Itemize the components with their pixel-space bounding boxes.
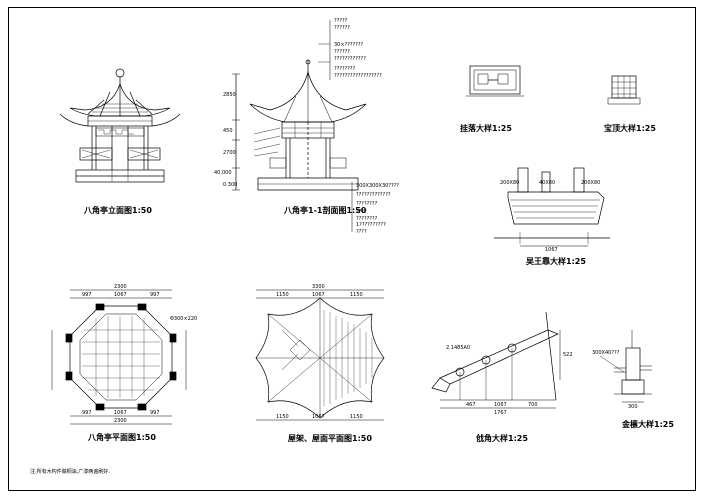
plan-label: Φ300×220 <box>170 316 198 322</box>
section-dim-1: 2850 <box>223 92 236 98</box>
plan-title: 八角亭平面图1:50 <box>88 433 156 442</box>
section-callout-bottom-3: ???????? <box>356 201 378 207</box>
railing-detail-drawing <box>494 167 610 247</box>
section-callout-bottom-2: ????????????? <box>356 192 391 198</box>
eave-dim-total: 1767 <box>494 410 507 416</box>
finial-detail-title: 宝顶大样1:25 <box>604 124 656 133</box>
roof-dim-top-2: 1067 <box>312 292 325 298</box>
section-title: 八角亭1-1剖面图1:50 <box>284 206 367 215</box>
eave-detail-title: 戗角大样1:25 <box>476 434 528 443</box>
column-dim: 300 <box>628 404 638 410</box>
railing-dim-bottom: 1067 <box>545 247 558 253</box>
eave-detail-drawing <box>431 311 561 409</box>
section-callout-bottom-1: 300X300X30???? <box>356 183 399 189</box>
plan-dim-top-3: 997 <box>150 292 160 298</box>
roof-dim-top-1: 1150 <box>276 292 289 298</box>
lattice-detail-drawing <box>466 65 524 97</box>
plan-dim-top-2: 1067 <box>114 292 127 298</box>
plan-dim-bottom-total: 2300 <box>114 418 127 424</box>
section-dim-3: 2700 <box>223 150 236 156</box>
roof-plan-drawing <box>255 289 385 421</box>
roof-dim-bottom-2: 1067 <box>312 414 325 420</box>
roof-dim-top-3: 1150 <box>350 292 363 298</box>
railing-dim-top-2: 40X80 <box>539 180 556 186</box>
section-dim-5: 0.300 <box>223 182 238 188</box>
plan-dim-bottom-3: 997 <box>150 410 160 416</box>
railing-dim-top-1: 200X80 <box>500 180 520 186</box>
section-callout-bottom-5: ???????? <box>356 216 378 222</box>
sheet-border <box>8 7 696 491</box>
section-callout-bottom-7: ???? <box>356 229 367 235</box>
finial-detail-drawing <box>607 75 641 105</box>
eave-height: 522 <box>563 352 573 358</box>
column-label: 300X40??? <box>592 350 620 356</box>
roof-dim-bottom-1: 1150 <box>276 414 289 420</box>
section-callout-top-7: ?????????????????? <box>334 73 382 79</box>
eave-label: 2.1485A0 <box>446 345 471 351</box>
sheet-note: 注:所有木构件做桐油,广漆两遍刷好. <box>30 469 110 475</box>
plan-dim-bottom-2: 1067 <box>114 410 127 416</box>
section-callout-top-1: ????? <box>334 18 348 24</box>
plan-dim-top-total: 2300 <box>114 284 127 290</box>
section-callout-bottom-4: ???? <box>356 209 367 215</box>
eave-dim-2: 1067 <box>494 402 507 408</box>
section-callout-top-3: 30×??????? <box>334 42 364 48</box>
roof-plan-title: 屋架、屋面平面图1:50 <box>288 434 372 443</box>
column-detail-drawing <box>599 330 652 403</box>
section-dim-4: 40,000 <box>214 170 232 176</box>
lattice-detail-title: 挂落大样1:25 <box>460 124 512 133</box>
plan-dim-top-1: 997 <box>82 292 92 298</box>
elevation-title: 八角亭立面图1:50 <box>84 206 152 215</box>
section-dim-2: 450 <box>223 128 233 134</box>
section-callout-top-6: ???????? <box>334 66 356 72</box>
elevation-drawing <box>59 68 181 183</box>
plan-dim-bottom-1: 997 <box>82 410 92 416</box>
railing-dim-top-3: 200X80 <box>581 180 601 186</box>
roof-dim-top-total: 3300 <box>312 284 325 290</box>
section-callout-top-5: ???????????? <box>334 56 366 62</box>
railing-detail-title: 吴王靠大样1:25 <box>526 257 586 266</box>
roof-dim-bottom-3: 1150 <box>350 414 363 420</box>
section-callout-top-4: ?????? <box>334 49 350 55</box>
eave-dim-1: 467 <box>466 402 476 408</box>
section-callout-top-2: ?????? <box>334 25 350 31</box>
plan-drawing <box>51 289 187 425</box>
eave-dim-3: 700 <box>528 402 538 408</box>
section-callout-bottom-6: 1?????????? <box>356 222 386 228</box>
column-detail-title: 金檩大样1:25 <box>622 420 674 429</box>
section-drawing <box>232 20 367 232</box>
